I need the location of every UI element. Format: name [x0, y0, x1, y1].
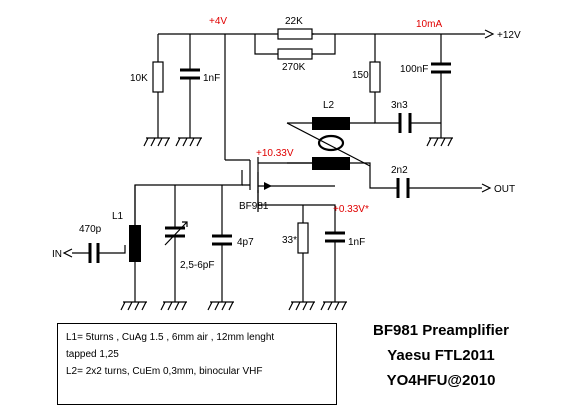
ground-icon	[207, 301, 234, 311]
resistor-22k-label: 22K	[285, 16, 303, 27]
title-block: BF981 Preamplifier Yaesu FTL2011 YO4HFU@…	[346, 318, 536, 393]
note-l1: L1= 5turns , CuAg 1.5 , 6mm air , 12mm l…	[66, 332, 275, 343]
transistor-label: BF981	[239, 201, 269, 212]
ground-icon	[120, 301, 147, 311]
drain-voltage-label: +10.33V	[256, 148, 294, 159]
capacitor-1nf-top	[180, 68, 200, 80]
capacitor-4p7	[212, 234, 232, 246]
capacitor-100nf	[431, 62, 451, 74]
capacitor-2n2	[396, 178, 410, 198]
current-label: 10mA	[416, 19, 442, 30]
capacitor-4p7-label: 4p7	[237, 237, 254, 248]
resistor-150-label: 150	[352, 70, 369, 81]
resistor-270k	[277, 48, 313, 60]
capacitor-1nf-top-label: 1nF	[203, 73, 220, 84]
binocular-core-icon	[317, 134, 345, 152]
resistor-10k-label: 10K	[130, 73, 148, 84]
winding-notes-box: L1= 5turns , CuAg 1.5 , 6mm air , 12mm l…	[57, 323, 337, 405]
supply-mid-label: +4V	[209, 16, 227, 27]
capacitor-3n3	[398, 113, 412, 133]
ground-icon	[175, 137, 202, 147]
wires	[72, 33, 485, 302]
inductor-l1-label: L1	[112, 211, 124, 222]
resistor-33-label: 33*	[282, 235, 297, 246]
inductor-l1	[129, 225, 141, 262]
out-label: OUT	[494, 184, 515, 195]
title-line-2: Yaesu FTL2011	[387, 347, 495, 364]
note-l2: L2= 2x2 turns, CuEm 0,3mm, binocular VHF	[66, 366, 263, 377]
out-terminal-icon	[481, 183, 492, 193]
resistor-150	[369, 61, 381, 93]
grounds	[120, 137, 453, 311]
source-voltage-label: +0.33V*	[333, 204, 369, 215]
in-label: IN	[52, 249, 62, 260]
resistor-33	[297, 222, 309, 254]
resistor-22k	[277, 28, 313, 40]
capacitor-2n2-label: 2n2	[391, 165, 408, 176]
supply-label: +12V	[497, 30, 521, 41]
ground-icon	[426, 137, 453, 147]
title-line-1: BF981 Preamplifier	[373, 322, 509, 339]
title-line-3: YO4HFU@2010	[386, 372, 496, 389]
capacitor-470p	[88, 243, 100, 263]
trimmer-arrow-icon	[164, 221, 188, 246]
capacitor-3n3-label: 3n3	[391, 100, 408, 111]
ground-icon	[160, 301, 187, 311]
capacitor-470p-label: 470p	[79, 224, 102, 235]
inductor-l2-label: L2	[323, 100, 335, 111]
resistors	[152, 28, 381, 254]
ground-icon	[320, 301, 347, 311]
ground-icon	[288, 301, 315, 311]
inductor-l2-top	[312, 117, 350, 130]
inductor-l2-bottom	[312, 157, 350, 170]
note-l1-tap: tapped 1,25	[66, 349, 119, 360]
in-terminal-icon	[62, 248, 73, 258]
trimmer-label: 2,5-6pF	[180, 260, 214, 271]
ground-icon	[143, 137, 170, 147]
resistor-10k	[152, 61, 164, 93]
supply-terminal-icon	[484, 29, 495, 39]
resistor-270k-label: 270K	[282, 62, 306, 73]
transistor-arrow-icon	[264, 182, 272, 190]
capacitor-100nf-label: 100nF	[400, 64, 428, 75]
capacitor-1nf-bottom-label: 1nF	[348, 237, 365, 248]
capacitor-1nf-bottom	[325, 231, 345, 243]
